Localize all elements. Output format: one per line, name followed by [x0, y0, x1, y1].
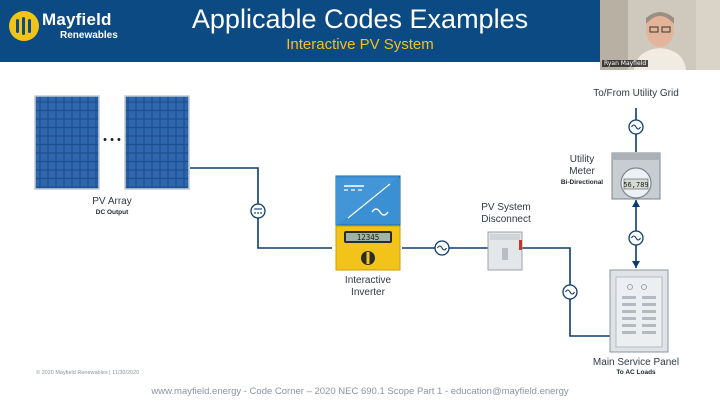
main-service-panel-sublabel: To AC Loads — [616, 369, 656, 376]
bidirectional-arrows-icon — [632, 200, 640, 268]
logo-name: Mayfield — [42, 10, 112, 29]
pv-system-disconnect — [487, 231, 523, 271]
dc-symbol-icon — [250, 203, 266, 219]
inverter-label-line2: Inverter — [351, 287, 385, 298]
meter-label-line1: Utility — [569, 154, 595, 165]
main-service-panel — [609, 269, 669, 353]
interactive-inverter: 12345 — [335, 175, 401, 271]
pv-panel-right — [124, 95, 190, 190]
meter-sublabel: Bi-Directional — [560, 179, 604, 186]
meter-display: 56,789 — [623, 181, 648, 189]
footer-text: www.mayfield.energy - Code Corner – 2020… — [151, 386, 569, 397]
disconnect-label-line1: PV System — [481, 202, 531, 213]
utility-meter: 56,789 — [611, 152, 661, 200]
meter-label-line2: Meter — [569, 166, 595, 177]
inverter-label-line1: Interactive — [344, 275, 392, 286]
main-service-panel-label: Main Service Panel — [592, 357, 680, 368]
pv-panel-left — [34, 95, 100, 190]
slide-subtitle: Interactive PV System — [286, 36, 434, 53]
disconnect-label-line2: Disconnect — [481, 214, 531, 225]
presenter-image — [600, 0, 720, 70]
mayfield-logo-icon — [9, 11, 39, 41]
slide-title: Applicable Codes Examples — [191, 4, 529, 34]
ellipsis-dots: • • • — [103, 134, 121, 146]
presenter-webcam: Ryan Mayfield — [600, 0, 720, 70]
copyright-text: © 2020 Mayfield Renewables | 11/30/2020 — [36, 370, 140, 376]
ac-symbol-icon — [628, 230, 644, 246]
pv-array-label: PV Array — [92, 196, 132, 207]
wiring — [190, 108, 637, 337]
presenter-name-tag: Ryan Mayfield — [602, 60, 649, 67]
ac-symbol-icon — [562, 284, 578, 300]
inverter-display: 12345 — [357, 233, 380, 242]
ac-symbol-icon — [434, 240, 450, 256]
utility-grid-label: To/From Utility Grid — [593, 88, 679, 99]
logo-subname: Renewables — [60, 30, 118, 41]
ac-symbol-icon — [628, 119, 644, 135]
pv-array-sublabel: DC Output — [95, 209, 129, 216]
